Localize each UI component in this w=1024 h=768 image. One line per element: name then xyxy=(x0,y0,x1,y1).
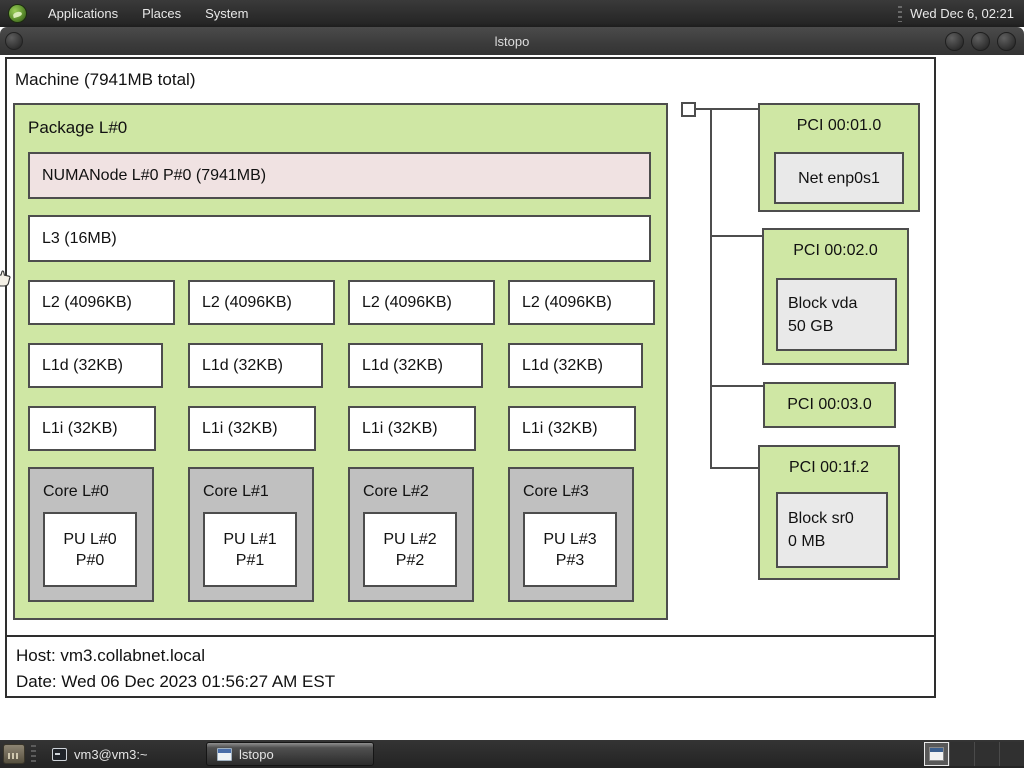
bus-line xyxy=(710,235,762,237)
workspace-1[interactable] xyxy=(924,742,949,766)
pci-label: PCI 00:02.0 xyxy=(793,242,878,259)
pci-box: PCI 00:01.0 Net enp0s1 xyxy=(758,103,920,212)
mouse-cursor xyxy=(0,270,11,287)
device-label: Net enp0s1 xyxy=(798,169,880,187)
window-titlebar[interactable]: lstopo xyxy=(0,27,1024,55)
pu-physical: P#1 xyxy=(235,551,265,569)
pu-box: PU L#3 P#3 xyxy=(523,512,617,587)
pci-box: PCI 00:03.0 xyxy=(763,382,896,428)
pci-label: PCI 00:01.0 xyxy=(796,117,882,134)
pu-physical: P#2 xyxy=(395,551,425,569)
menu-system[interactable]: System xyxy=(205,6,249,21)
l1i-cache-box: L1i (32KB) xyxy=(348,406,476,451)
l1i-cache-box: L1i (32KB) xyxy=(508,406,636,451)
pu-physical: P#0 xyxy=(75,551,105,569)
host-line: Host: vm3.collabnet.local xyxy=(16,646,205,665)
bus-line xyxy=(696,108,760,110)
mini-window-icon xyxy=(929,747,944,761)
net-device-box: Net enp0s1 xyxy=(774,152,904,204)
pu-logical: PU L#0 xyxy=(63,530,117,548)
bus-line xyxy=(710,385,763,387)
pu-box: PU L#0 P#0 xyxy=(43,512,137,587)
bus-line xyxy=(710,108,712,469)
window-buttons xyxy=(945,31,1024,51)
task-label: vm3@vm3:~ xyxy=(74,746,148,762)
l1d-cache-box: L1d (32KB) xyxy=(28,343,163,388)
show-desktop-icon[interactable] xyxy=(3,744,25,764)
machine-box: Machine (7941MB total) Package L#0 NUMAN… xyxy=(5,57,936,638)
pu-box: PU L#2 P#2 xyxy=(363,512,457,587)
core-box: Core L#0 PU L#0 P#0 xyxy=(28,467,154,602)
workspace-2[interactable] xyxy=(949,742,974,766)
window-menu-icon[interactable] xyxy=(5,32,23,50)
pu-logical: PU L#2 xyxy=(383,530,437,548)
core-label: Core L#1 xyxy=(203,483,269,500)
clock[interactable]: Wed Dec 6, 02:21 xyxy=(910,6,1014,21)
tasklist-handle xyxy=(31,745,36,763)
core-label: Core L#3 xyxy=(523,483,589,500)
block-device-box: Block vda 50 GB xyxy=(776,278,897,351)
task-label: lstopo xyxy=(239,746,274,762)
pci-box: PCI 00:1f.2 Block sr0 0 MB xyxy=(758,445,900,580)
block-device-box: Block sr0 0 MB xyxy=(776,492,888,568)
machine-label: Machine (7941MB total) xyxy=(15,70,196,89)
device-size: 50 GB xyxy=(788,317,834,335)
pu-physical: P#3 xyxy=(555,551,585,569)
date-line: Date: Wed 06 Dec 2023 01:56:27 AM EST xyxy=(16,672,336,691)
menu-places[interactable]: Places xyxy=(142,6,182,21)
core-label: Core L#0 xyxy=(43,483,109,500)
terminal-icon xyxy=(52,747,67,761)
l1d-cache-box: L1d (32KB) xyxy=(348,343,483,388)
menu-applications[interactable]: Applications xyxy=(48,6,119,21)
hostbridge-icon xyxy=(681,102,696,117)
numanode-box: NUMANode L#0 P#0 (7941MB) xyxy=(28,152,651,199)
l2-cache-box: L2 (4096KB) xyxy=(508,280,655,325)
core-label: Core L#2 xyxy=(363,483,429,500)
device-label: Block sr0 xyxy=(788,510,854,527)
pu-logical: PU L#3 xyxy=(543,530,597,548)
pu-logical: PU L#1 xyxy=(223,530,277,548)
l3-cache-box: L3 (16MB) xyxy=(28,215,651,262)
panel-handle xyxy=(898,5,903,22)
package-label: Package L#0 xyxy=(28,118,128,137)
core-box: Core L#2 PU L#2 P#2 xyxy=(348,467,474,602)
bottom-panel: vm3@vm3:~ lstopo xyxy=(0,740,1024,768)
l1i-cache-box: L1i (32KB) xyxy=(188,406,316,451)
l2-cache-box: L2 (4096KB) xyxy=(348,280,495,325)
workspace-4[interactable] xyxy=(999,742,1024,766)
core-box: Core L#1 PU L#1 P#1 xyxy=(188,467,314,602)
window-icon xyxy=(217,747,232,761)
pu-box: PU L#1 P#1 xyxy=(203,512,297,587)
l2-cache-box: L2 (4096KB) xyxy=(28,280,175,325)
l2-cache-box: L2 (4096KB) xyxy=(188,280,335,325)
pci-label: PCI 00:03.0 xyxy=(787,396,872,413)
workspace-3[interactable] xyxy=(974,742,999,766)
l1i-cache-box: L1i (32KB) xyxy=(28,406,156,451)
pci-label: PCI 00:1f.2 xyxy=(788,459,870,476)
bus-line xyxy=(710,467,758,469)
lstopo-canvas: Machine (7941MB total) Package L#0 NUMAN… xyxy=(0,55,1024,740)
maximize-button[interactable] xyxy=(971,31,990,51)
device-label: Block vda xyxy=(788,294,858,312)
device-size: 0 MB xyxy=(788,533,826,550)
legend-box: Host: vm3.collabnet.local Date: Wed 06 D… xyxy=(5,635,936,698)
l1d-cache-box: L1d (32KB) xyxy=(508,343,643,388)
workspace-switcher xyxy=(924,742,1024,766)
taskbar-item-terminal[interactable]: vm3@vm3:~ xyxy=(42,742,202,766)
distro-menu-icon[interactable] xyxy=(8,4,27,23)
minimize-button[interactable] xyxy=(945,31,964,51)
top-panel: Applications Places System Wed Dec 6, 02… xyxy=(0,0,1024,27)
pci-box: PCI 00:02.0 Block vda 50 GB xyxy=(762,228,909,365)
window-title: lstopo xyxy=(494,33,530,49)
core-box: Core L#3 PU L#3 P#3 xyxy=(508,467,634,602)
close-button[interactable] xyxy=(997,31,1016,51)
l1d-cache-box: L1d (32KB) xyxy=(188,343,323,388)
taskbar-item-lstopo[interactable]: lstopo xyxy=(206,742,374,766)
package-box: Package L#0 NUMANode L#0 P#0 (7941MB) L3… xyxy=(13,103,668,620)
